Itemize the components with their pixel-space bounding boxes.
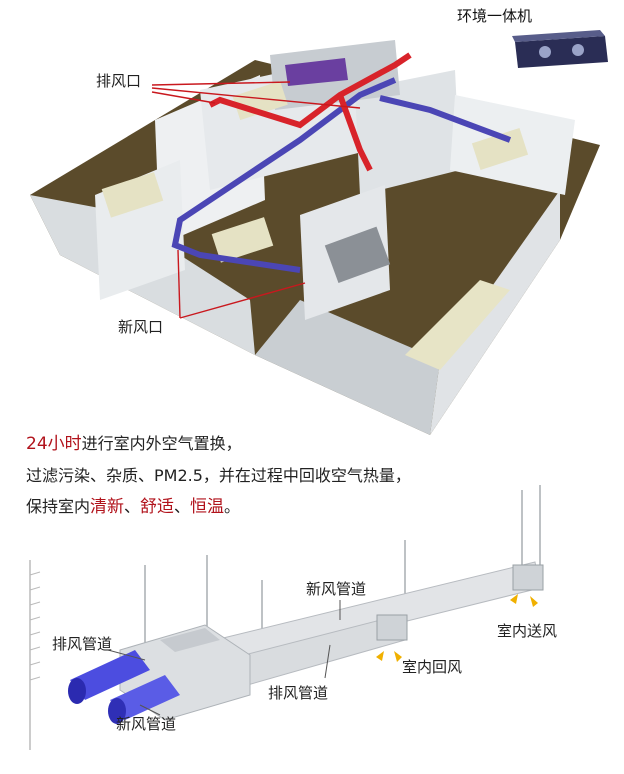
blue-duct-lower xyxy=(110,675,180,720)
exhaust-duct-left-label: 排风管道 xyxy=(52,635,113,653)
fresh-air-inlet-label: 新风口 xyxy=(118,318,164,336)
caption-sep-1: 、 xyxy=(124,497,141,516)
blue-duct-upper-end xyxy=(68,678,86,704)
exhaust-outlet-callout-3 xyxy=(151,87,361,109)
exhaust-duct xyxy=(208,52,412,129)
caption-line1-rest: 进行室内外空气置换， xyxy=(81,434,242,453)
caption-line-3: 保持室内清新、舒适、恒温。 xyxy=(26,491,606,523)
return-arrows-icon xyxy=(376,651,402,662)
callout-exhaust-left xyxy=(107,649,146,661)
sofa xyxy=(405,280,510,370)
purple-shelf xyxy=(285,58,348,86)
blue-duct-upper xyxy=(70,650,150,700)
caption-highlight-fresh: 清新 xyxy=(90,497,125,517)
caption-line-2: 过滤污染、杂质、PM2.5，并在过程中回收空气热量， xyxy=(26,466,411,485)
callout-fresh-bottom xyxy=(139,704,161,716)
unit-label: 环境一体机 xyxy=(457,7,533,25)
fresh-air-duct xyxy=(171,77,397,273)
caption-sep-2: 、 xyxy=(174,497,191,516)
table-left xyxy=(101,172,164,218)
caption-line3-suffix: 。 xyxy=(224,497,241,516)
fresh-inlet-callout-1 xyxy=(177,249,181,319)
fresh-duct-bottom-label: 新风管道 xyxy=(116,715,177,733)
ruler-ticks xyxy=(29,571,41,681)
caption-line3-prefix: 保持室内 xyxy=(26,497,91,516)
right-wall xyxy=(430,190,560,435)
unit-top xyxy=(160,628,220,652)
exhaust-duct-mid-label: 排风管道 xyxy=(268,684,329,702)
indoor-supply-label: 室内送风 xyxy=(497,622,558,640)
fresh-inlet-callout-2 xyxy=(179,282,306,319)
fresh-duct-top-label: 新风管道 xyxy=(306,580,367,598)
supply-outlet-box xyxy=(512,564,544,591)
supply-arrows-icon xyxy=(510,594,538,607)
caption-highlight-comfort: 舒适 xyxy=(140,497,175,517)
exhaust-outlet-callout-2 xyxy=(151,81,291,86)
exhaust-duct-branch xyxy=(337,93,373,172)
tv xyxy=(324,226,391,284)
caption-block: 24小时进行室内外空气置换， 过滤污染、杂质、PM2.5，并在过程中回收空气热量… xyxy=(26,428,606,523)
exhaust-outlet-label: 排风口 xyxy=(96,72,142,90)
caption-line-1: 24小时进行室内外空气置换， xyxy=(26,428,606,460)
return-outlet-box xyxy=(376,614,408,641)
front-right-wall xyxy=(255,300,440,435)
indoor-return-label: 室内回风 xyxy=(402,658,463,676)
unit-icon xyxy=(512,30,608,68)
fresh-air-duct-branch xyxy=(379,95,512,143)
caption-highlight-24h: 24小时 xyxy=(26,434,82,454)
table-right xyxy=(471,127,529,171)
callout-exhaust-mid xyxy=(324,644,331,679)
table-mid xyxy=(211,217,274,263)
caption-highlight-constant-temp: 恒温 xyxy=(190,497,225,517)
blue-duct-lower-end xyxy=(108,698,126,724)
exhaust-outlet-callout-1 xyxy=(151,91,216,104)
